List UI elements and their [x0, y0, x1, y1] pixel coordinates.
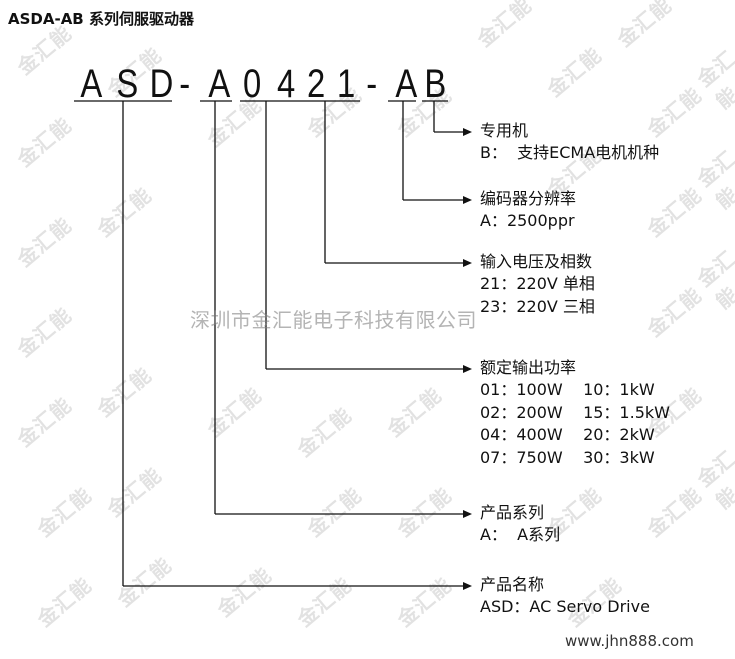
field-label-voltage: 输入电压及相数: [480, 252, 593, 271]
field-value-power: 01：100W 10：1kW: [480, 380, 655, 399]
field-label-power: 额定输出功率: [480, 358, 577, 377]
field-value-voltage: 23：220V 三相: [480, 296, 595, 316]
code-char: A: [80, 62, 103, 106]
code-char: B: [424, 62, 447, 106]
field-value-special: B： 支持ECMA电机机种: [480, 143, 660, 162]
code-char: 0: [243, 62, 262, 106]
code-char: -: [179, 62, 191, 106]
field-value-power: 07：750W 30：3kW: [480, 447, 655, 467]
code-char: A: [395, 62, 418, 106]
arrow-head: [463, 196, 472, 204]
field-value-power: 02：200W 15：1.5kW: [480, 402, 670, 422]
site-url: www.jhn888.com: [565, 632, 694, 650]
code-char: 2: [307, 62, 326, 106]
field-value-voltage: 21：220V 单相: [480, 274, 595, 293]
field-label-special: 专用机: [480, 121, 529, 140]
arrow-head: [463, 582, 472, 590]
field-label-encoder: 编码器分辨率: [480, 189, 577, 208]
code-char: -: [366, 62, 378, 106]
field-label-series: 产品系列: [480, 503, 545, 522]
field-value-series: A： A系列: [480, 525, 561, 544]
code-char: 1: [337, 62, 356, 106]
arrow-head: [463, 365, 472, 373]
code-char: A: [208, 62, 231, 106]
arrow-head: [463, 510, 472, 518]
code-char: S: [116, 62, 139, 106]
field-value-name: ASD：AC Servo Drive: [480, 597, 650, 616]
code-char: D: [149, 62, 174, 106]
field-label-name: 产品名称: [480, 575, 545, 594]
field-value-power: 04：400W 20：2kW: [480, 425, 655, 444]
page-title: ASDA-AB 系列伺服驱动器: [8, 10, 194, 28]
company-watermark: 深圳市金汇能电子科技有限公司: [190, 308, 477, 332]
arrow-head: [463, 128, 472, 136]
field-value-encoder: A：2500ppr: [480, 211, 575, 230]
code-char: 4: [277, 62, 296, 106]
arrow-head: [463, 259, 472, 267]
